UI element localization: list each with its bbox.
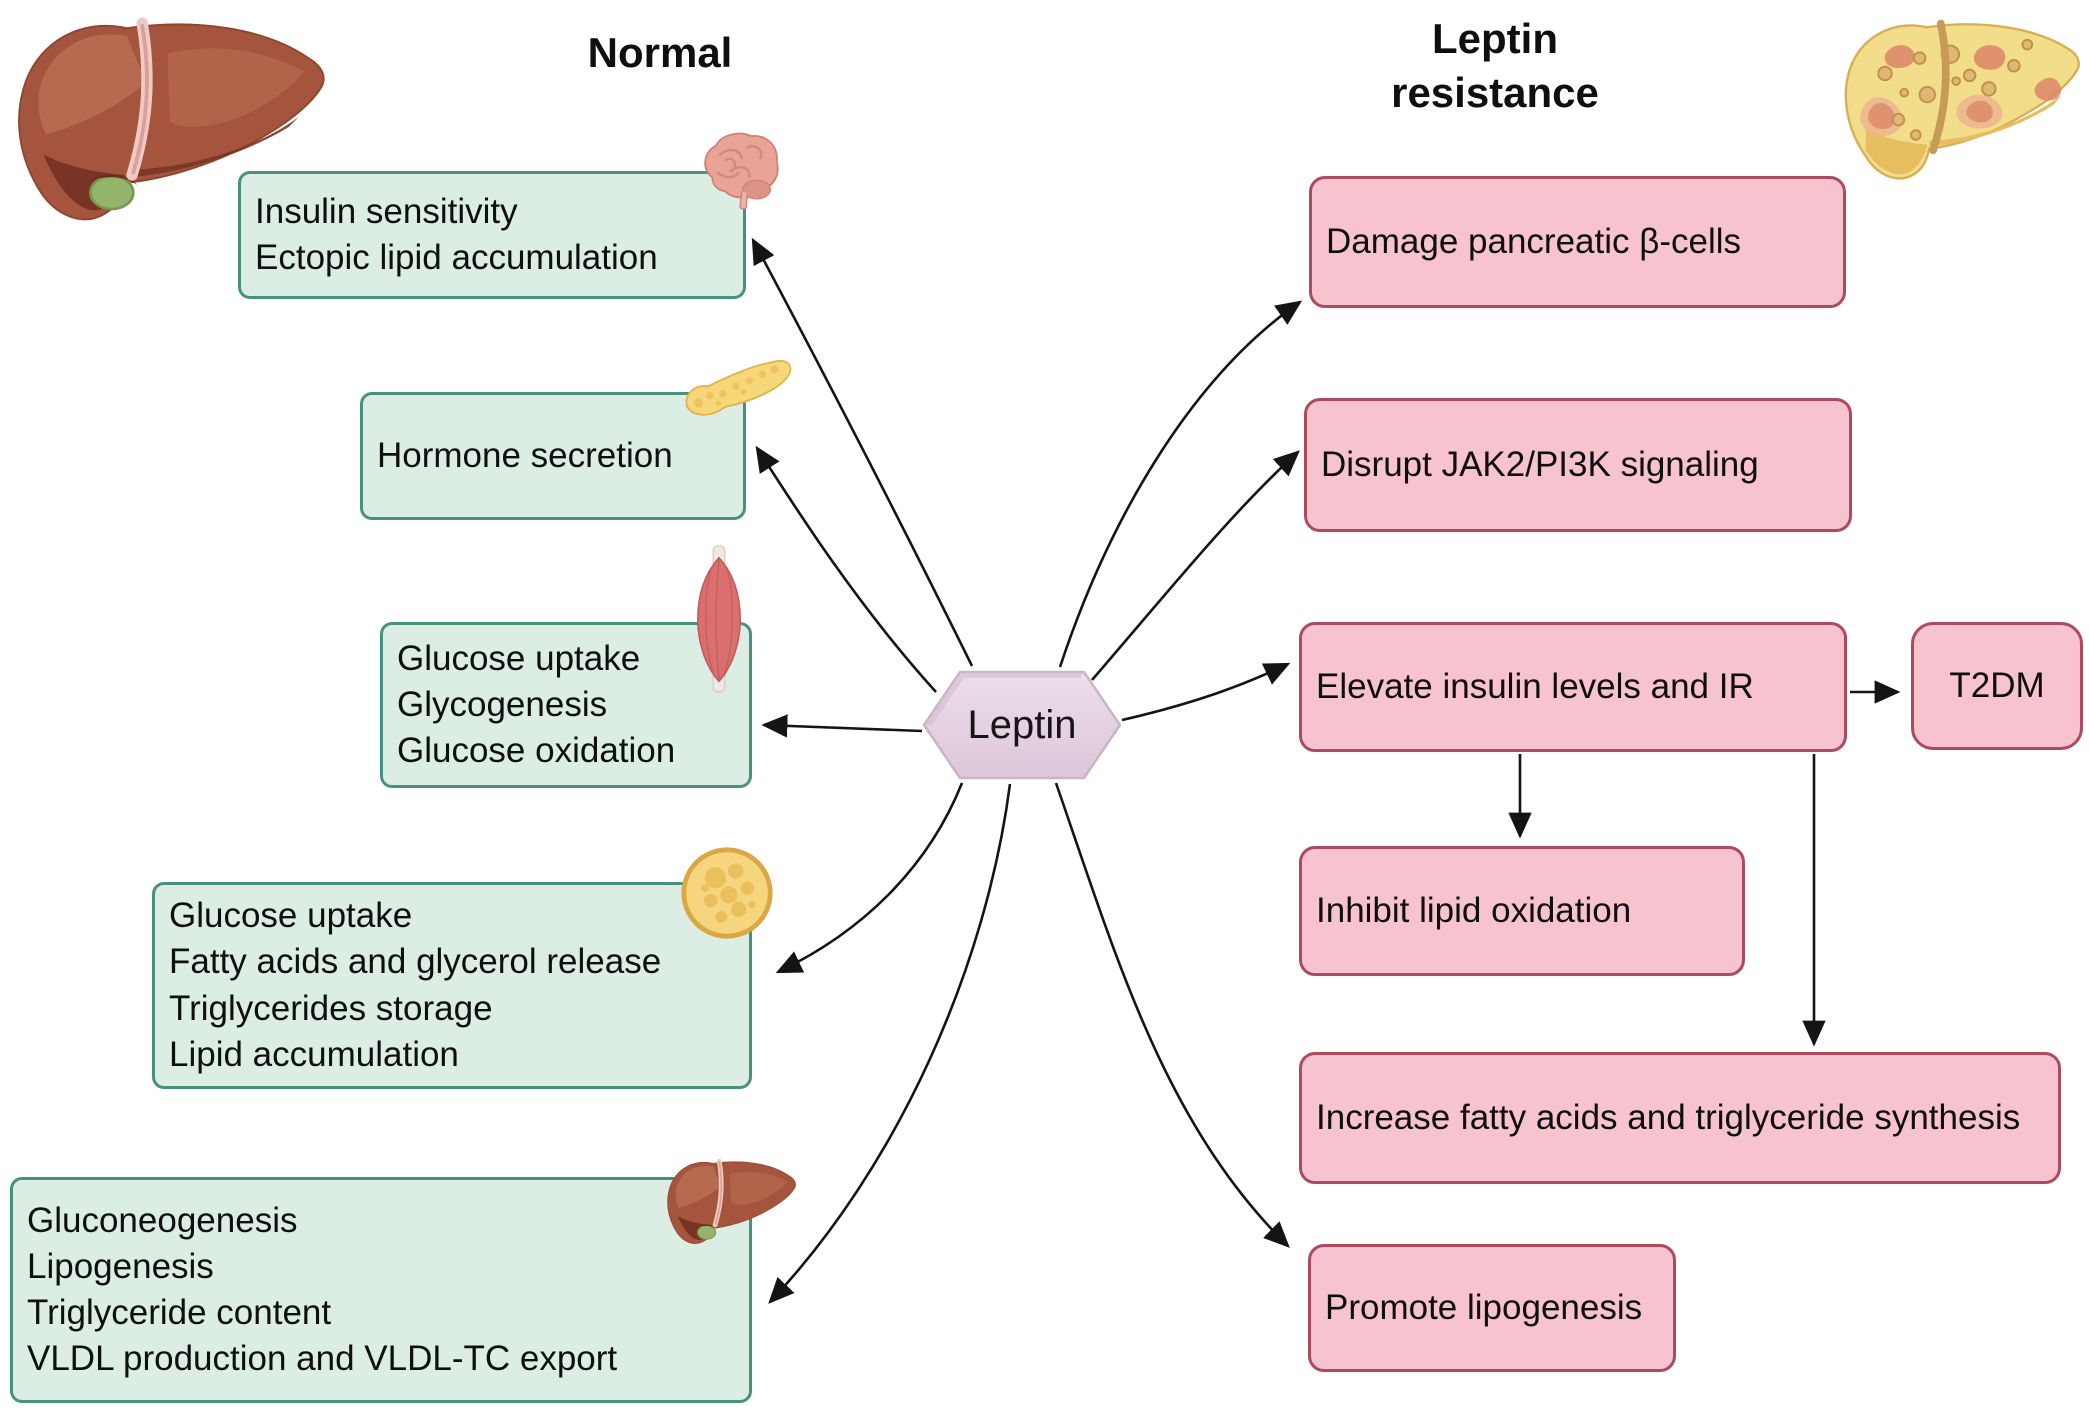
box-line: Insulin sensitivity — [255, 191, 518, 231]
arrow-leptin-to-hormone-box — [755, 445, 937, 693]
box-line: Gluconeogenesis — [27, 1200, 298, 1240]
resistance-box-damage: Damage pancreatic β-cells — [1309, 176, 1846, 308]
resistance-box-increase: Increase fatty acids and triglyceride sy… — [1299, 1052, 2061, 1184]
arrow-leptin-to-promote-box — [1054, 782, 1290, 1248]
box-line: Hormone secretion — [377, 435, 673, 475]
box-line: Glucose uptake — [169, 896, 413, 936]
box-line: T2DM — [1949, 665, 2045, 705]
leptin-resistance-title: Leptin resistance — [1328, 12, 1662, 120]
box-line: Promote lipogenesis — [1325, 1287, 1643, 1327]
leptin-resistance-title-line2: resistance — [1391, 68, 1599, 116]
resistance-box-t2dm: T2DM — [1911, 622, 2083, 750]
arrow-leptin-to-adipose-box — [775, 782, 964, 974]
box-line: Inhibit lipid oxidation — [1316, 890, 1632, 930]
resistance-box-promote: Promote lipogenesis — [1308, 1244, 1676, 1372]
brain-icon — [704, 132, 779, 210]
fatty-liver-icon — [1844, 19, 2080, 180]
box-line: Lipogenesis — [27, 1246, 214, 1286]
arrow-leptin-to-insulin-box — [751, 237, 974, 667]
normal-box-hormone: Hormone secretion — [360, 392, 746, 520]
normal-box-adipose: Glucose uptake Fatty acids and glycerol … — [152, 882, 752, 1089]
arrow-leptin-to-disrupt-box — [1091, 450, 1300, 681]
resistance-box-disrupt: Disrupt JAK2/PI3K signaling — [1304, 398, 1852, 532]
box-line: Glucose uptake — [397, 638, 641, 678]
healthy-liver-icon — [18, 17, 325, 221]
leptin-hexagon — [922, 670, 1122, 780]
resistance-box-inhibit: Inhibit lipid oxidation — [1299, 846, 1745, 976]
normal-box-muscle: Glucose uptake Glycogenesis Glucose oxid… — [380, 622, 752, 788]
box-line: Increase fatty acids and triglyceride sy… — [1316, 1097, 2021, 1137]
leptin-label: Leptin — [967, 702, 1077, 747]
liver-icon — [667, 1158, 796, 1244]
box-line: Damage pancreatic β-cells — [1326, 221, 1742, 261]
resistance-box-elevate: Elevate insulin levels and IR — [1299, 622, 1847, 752]
box-line: Fatty acids and glycerol release — [169, 942, 662, 982]
arrow-leptin-to-damage-box — [1058, 300, 1303, 668]
box-line: VLDL production and VLDL-TC export — [27, 1339, 618, 1379]
muscle-icon — [697, 545, 741, 693]
adipocyte-icon — [681, 847, 773, 939]
box-line: Triglycerides storage — [169, 988, 493, 1028]
normal-title: Normal — [587, 29, 733, 76]
box-line: Disrupt JAK2/PI3K signaling — [1321, 444, 1759, 484]
box-line: Elevate insulin levels and IR — [1316, 666, 1754, 706]
normal-box-insulin: Insulin sensitivity Ectopic lipid accumu… — [238, 171, 746, 299]
box-line: Glycogenesis — [397, 684, 608, 724]
box-line: Triglyceride content — [27, 1293, 332, 1332]
pancreas-icon — [685, 360, 792, 416]
leptin-resistance-title-line1: Leptin — [1432, 15, 1558, 62]
normal-box-liver: Gluconeogenesis Lipogenesis Triglyceride… — [10, 1177, 752, 1403]
arrow-leptin-to-muscle-box — [761, 714, 923, 738]
box-line: Lipid accumulation — [169, 1034, 459, 1074]
box-line: Glucose oxidation — [397, 731, 676, 771]
arrow-leptin-to-liver-box — [768, 783, 1012, 1304]
arrow-leptin-to-elevate-box — [1121, 662, 1291, 722]
box-line: Ectopic lipid accumulation — [255, 238, 658, 277]
